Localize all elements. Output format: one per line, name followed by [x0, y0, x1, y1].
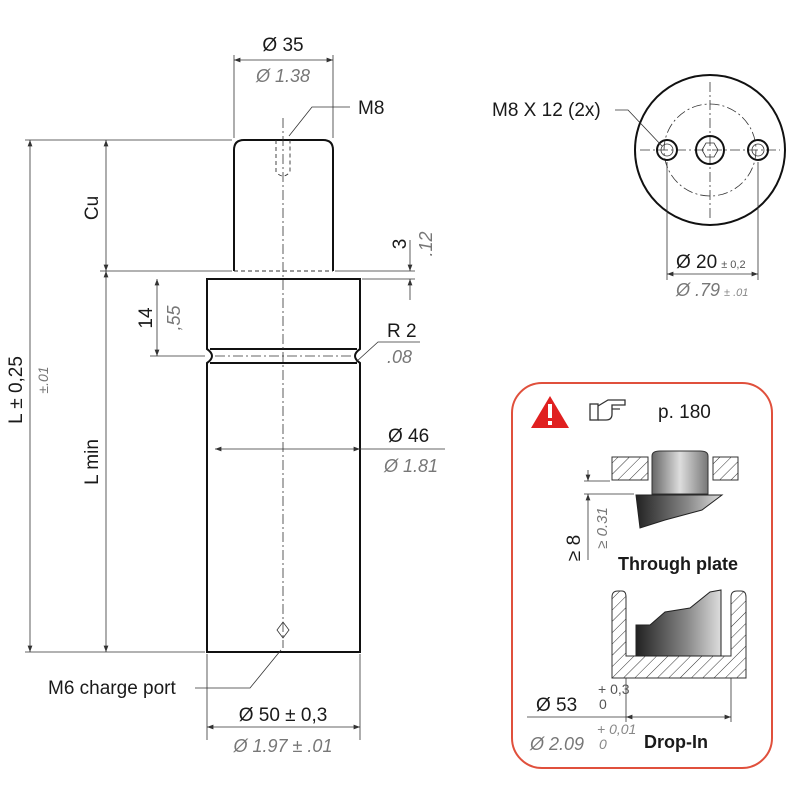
bore-diameter-mm: Ø 53	[536, 695, 577, 716]
mounting-info-box: p. 180 ≥ 8 ≥ 0.31 Through plate Ø 53 + 0…	[511, 382, 773, 769]
pitch-diameter-inch-label: Ø .79 ± .01	[675, 280, 748, 300]
drop-in-label: Drop-In	[644, 732, 708, 752]
through-plate-mm: ≥ 8	[564, 535, 585, 561]
bore-tol-mm-upper: + 0,3	[598, 681, 630, 697]
pitch-in: Ø .79	[675, 280, 720, 300]
pitch-tol-in: ± .01	[724, 287, 748, 299]
bore-tol-inch-lower: 0	[599, 736, 607, 752]
radius-inch-label: .08	[387, 347, 412, 367]
stroke-label: Cu	[82, 196, 103, 220]
through-plate-inch: ≥ 0.31	[594, 507, 611, 549]
body-diameter-inch-label: Ø 1.81	[383, 456, 438, 476]
bore-tol-mm-lower: 0	[599, 696, 607, 712]
holes-label: M8 X 12 (2x)	[492, 100, 601, 121]
collar-mm-label: 14	[136, 307, 157, 329]
drop-in-figure	[527, 589, 747, 722]
through-plate-figure	[584, 450, 739, 560]
gas-spring-top-view	[615, 74, 786, 280]
charge-port-label: M6 charge port	[48, 678, 177, 699]
gas-spring-side-view	[206, 118, 361, 653]
thread-top-label: M8	[358, 98, 384, 119]
dimension-lines	[25, 55, 445, 740]
warning-icon	[531, 396, 569, 428]
pitch-diameter-label: Ø 20 ± 0,2	[676, 252, 746, 273]
collar-inch-label: ,55	[164, 305, 184, 331]
mounting-box-border	[511, 382, 773, 769]
bore-diameter-inch: Ø 2.09	[529, 734, 584, 754]
rod-diameter-inch-label: Ø 1.38	[255, 66, 310, 86]
base-diameter-inch-label: Ø 1.97 ± .01	[233, 736, 333, 756]
step-inch-label: .12	[416, 231, 436, 256]
body-diameter-label: Ø 46	[388, 426, 429, 447]
length-label: L ± 0,25	[6, 356, 27, 424]
page-reference: p. 180	[658, 402, 711, 423]
step-mm-label: 3	[390, 239, 411, 250]
base-diameter-label: Ø 50 ± 0,3	[239, 705, 328, 726]
length-tolerance-inch: ±.01	[35, 366, 51, 393]
lmin-label: L min	[82, 439, 103, 485]
through-plate-label: Through plate	[618, 554, 738, 574]
radius-label: R 2	[387, 321, 417, 342]
bore-tol-inch-upper: + 0,01	[597, 721, 636, 737]
rod-diameter-label: Ø 35	[262, 35, 303, 56]
pitch-tol-mm: ± 0,2	[721, 259, 745, 271]
pointing-hand-icon	[589, 399, 626, 421]
pitch-mm: Ø 20	[676, 252, 717, 273]
